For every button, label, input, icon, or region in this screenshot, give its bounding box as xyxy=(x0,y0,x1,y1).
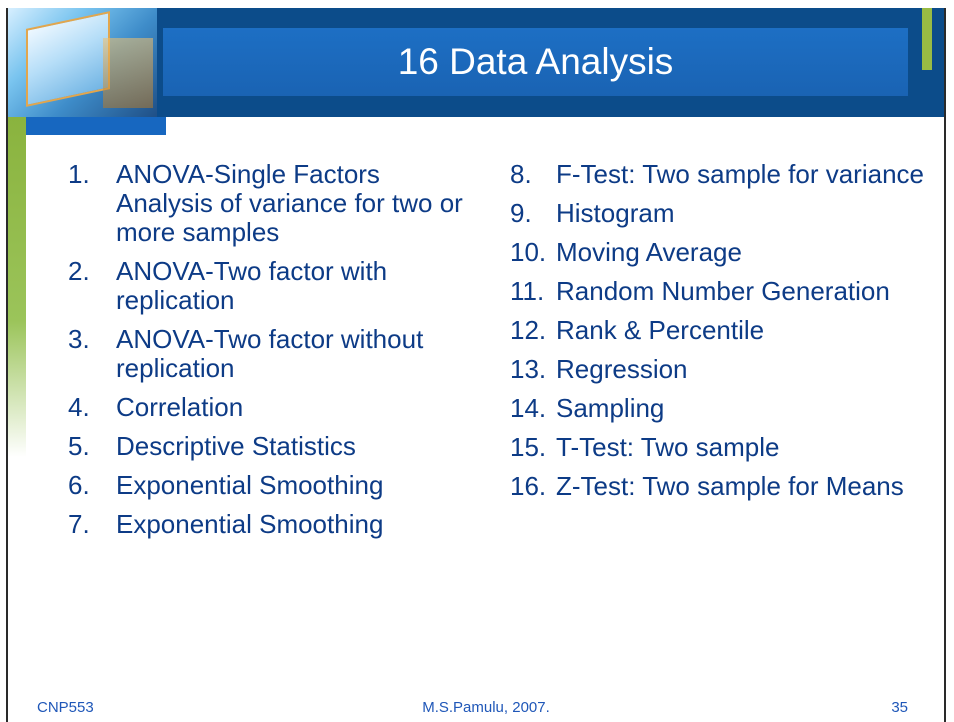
list-item: 3. ANOVA-Two factor without replication xyxy=(68,325,468,383)
item-number: 12. xyxy=(510,315,547,345)
item-text: Random Number Generation xyxy=(556,276,890,306)
item-number: 16. xyxy=(510,471,547,501)
list-item: 9. Histogram xyxy=(510,199,930,228)
accent-green-bar xyxy=(922,8,932,70)
header-underline xyxy=(157,114,944,117)
item-text: ANOVA-Two factor without replication xyxy=(116,324,424,383)
list-item: 6. Exponential Smoothing xyxy=(68,471,468,500)
item-text: Rank & Percentile xyxy=(556,315,765,345)
item-text: Z-Test: Two sample for Means xyxy=(556,471,904,501)
item-number: 1. xyxy=(68,159,90,189)
item-number: 9. xyxy=(510,198,532,228)
item-number: 2. xyxy=(68,256,90,286)
item-number: 13. xyxy=(510,354,547,384)
item-text: Exponential Smoothing xyxy=(116,470,384,500)
footer-author: M.S.Pamulu, 2007. xyxy=(422,699,550,716)
item-number: 8. xyxy=(510,159,532,189)
item-number: 11. xyxy=(510,276,545,306)
item-text: Histogram xyxy=(556,198,675,228)
list-item: 14. Sampling xyxy=(510,394,930,423)
footer-page-number: 35 xyxy=(891,699,908,716)
item-text: T-Test: Two sample xyxy=(556,432,780,462)
list-item: 13. Regression xyxy=(510,355,930,384)
title-box xyxy=(163,28,908,96)
right-item-list: 8. F-Test: Two sample for variance 9. Hist… xyxy=(510,160,930,511)
item-text: Moving Average xyxy=(556,237,742,267)
list-item: 1. ANOVA-Single Factors Analysis of varia… xyxy=(68,160,468,247)
item-number: 10. xyxy=(510,237,547,267)
list-item: 7. Exponential Smoothing xyxy=(68,510,468,539)
header-left-blue-strip xyxy=(8,117,166,135)
list-item: 10. Moving Average xyxy=(510,238,930,267)
footer-course-code: CNP553 xyxy=(37,699,94,716)
item-number: 6. xyxy=(68,470,90,500)
frame-right-line xyxy=(944,8,946,722)
item-number: 15. xyxy=(510,432,547,462)
list-item: 4. Correlation xyxy=(68,393,468,422)
list-item: 8. F-Test: Two sample for variance xyxy=(510,160,930,189)
left-item-list: 1. ANOVA-Single Factors Analysis of varia… xyxy=(68,160,468,549)
item-text: F-Test: Two sample for variance xyxy=(556,159,924,189)
slide-title: 16 Data Analysis xyxy=(397,41,674,82)
monitor-glow-image xyxy=(103,38,153,108)
list-item: 12. Rank & Percentile xyxy=(510,316,930,345)
item-text: Regression xyxy=(556,354,688,384)
list-item: 5. Descriptive Statistics xyxy=(68,432,468,461)
list-item: 16. Z-Test: Two sample for Means xyxy=(510,472,930,501)
item-number: 14. xyxy=(510,393,547,423)
left-green-strip xyxy=(8,117,26,457)
item-number: 4. xyxy=(68,392,90,422)
item-number: 7. xyxy=(68,509,90,539)
item-text: ANOVA-Two factor with replication xyxy=(116,256,388,315)
item-text: Sampling xyxy=(556,393,665,423)
item-number: 5. xyxy=(68,431,90,461)
list-item: 11. Random Number Generation xyxy=(510,277,930,306)
monitor-screen-image xyxy=(26,11,110,107)
item-text: ANOVA-Single Factors Analysis of varianc… xyxy=(116,159,463,247)
list-item: 2. ANOVA-Two factor with replication xyxy=(68,257,468,315)
list-item: 15. T-Test: Two sample xyxy=(510,433,930,462)
monitor-photo xyxy=(8,8,157,117)
item-number: 3. xyxy=(68,324,90,354)
item-text: Descriptive Statistics xyxy=(116,431,356,461)
frame-left-line xyxy=(6,8,8,722)
item-text: Correlation xyxy=(116,392,244,422)
item-text: Exponential Smoothing xyxy=(116,509,384,539)
